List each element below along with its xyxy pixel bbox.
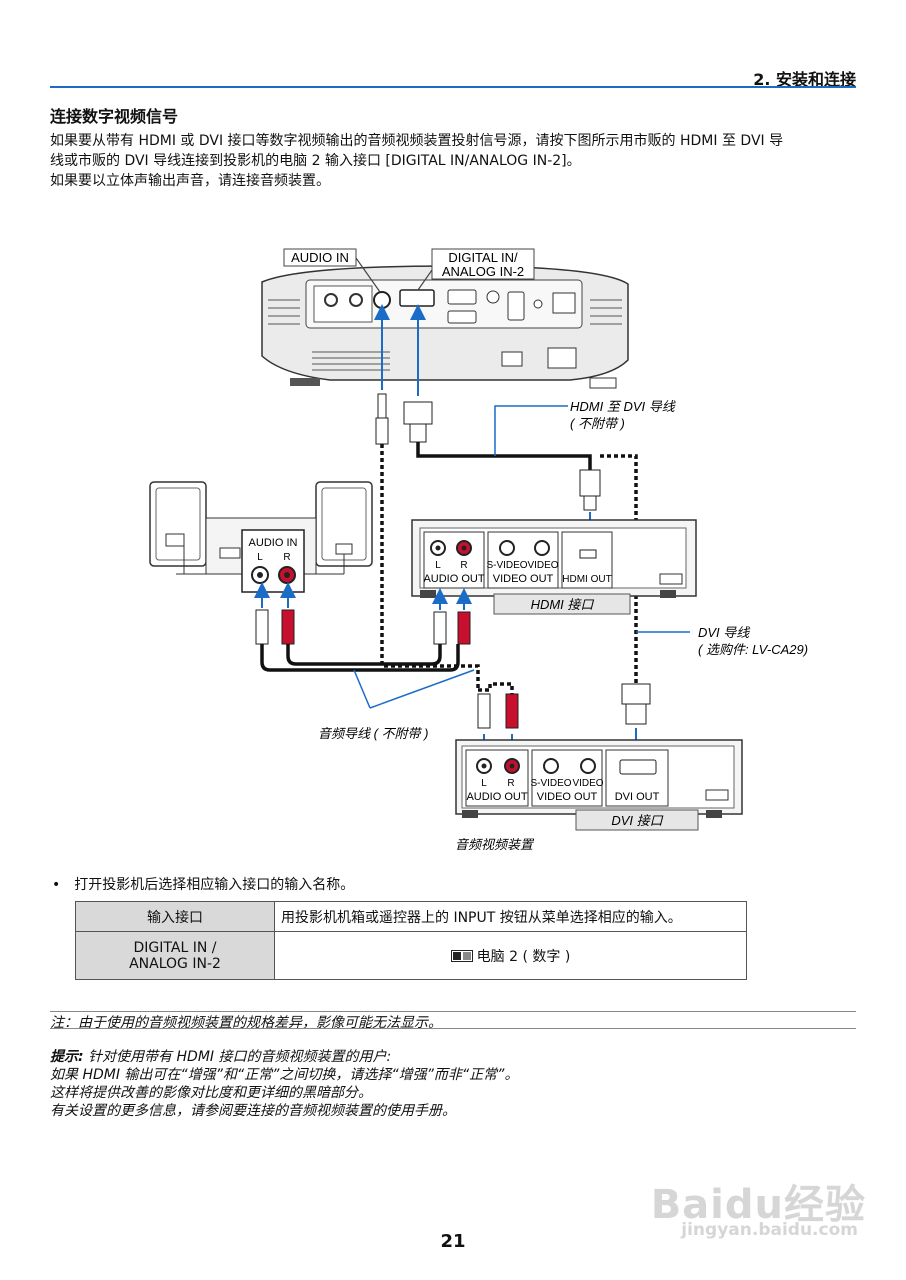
- tip-lead-line: 提示: 针对使用带有 HDMI 接口的音频视频装置的用户:: [50, 1048, 518, 1066]
- table-row-value: 电脑 2 ( 数字 ): [476, 948, 571, 965]
- chapter-heading: 2. 安装和连接: [753, 70, 856, 89]
- speakers: [149, 481, 373, 593]
- dvi-port-label: DVI 接口: [611, 813, 663, 828]
- audio-in-callout-box: [283, 248, 357, 267]
- dvi-device-dvi-out-label: DVI OUT: [615, 791, 660, 803]
- hdmi-device-video-label: VIDEO: [527, 560, 558, 571]
- speaker-audio-in-label: AUDIO IN: [249, 537, 298, 549]
- watermark-url: jingyan.baidu.com: [681, 1220, 858, 1240]
- dvi-cable-label-1: DVI 导线: [698, 625, 750, 640]
- watermark-logo: Baidu经验: [650, 1182, 866, 1228]
- table-row-label-2: ANALOG IN-2: [129, 955, 221, 972]
- dvi-plug-top: [403, 401, 433, 443]
- projector-audio-in-jack: [373, 291, 391, 309]
- hdmi-device-audio-out-label: AUDIO OUT: [423, 573, 484, 585]
- dvi-device-s-video-label: S-VIDEO: [530, 778, 571, 789]
- dvi-device-video-out-label: VIDEO OUT: [537, 791, 598, 803]
- section-title: 连接数字视频信号: [50, 107, 179, 126]
- hdmi-port-callout-box: [493, 593, 631, 615]
- computer-icon: [450, 949, 473, 962]
- hdmi-device-hdmi-out-label: HDMI OUT: [562, 574, 611, 585]
- digital-in-callout-2: ANALOG IN-2: [442, 264, 524, 279]
- projector-dvi-port: [399, 289, 435, 307]
- intro-line-2: 线或市贩的 DVI 导线连接到投影机的电脑 2 输入接口 [DIGITAL IN…: [50, 153, 581, 169]
- hdmi-dvi-cable-label-2: ( 不附带 ): [570, 416, 625, 431]
- intro-line-3: 如果要以立体声输出声音，请连接音频装置。: [50, 173, 330, 189]
- av-device-caption: 音频视频装置: [455, 837, 535, 852]
- hdmi-device-video-out-label: VIDEO OUT: [493, 573, 554, 585]
- projector: [261, 265, 629, 389]
- audio-in-callout: AUDIO IN: [291, 250, 349, 265]
- table-row-value-cell: 电脑 2 ( 数字 ): [274, 931, 747, 980]
- audio-cable-label: 音频导线 ( 不附带 ): [318, 726, 429, 741]
- dvi-port-callout-box: [575, 809, 699, 831]
- digital-in-callout-box: [431, 248, 535, 280]
- table-row-label-1: DIGITAL IN /: [133, 939, 217, 956]
- tip-block: 提示: 针对使用带有 HDMI 接口的音频视频装置的用户: 如果 HDMI 输出…: [50, 1048, 518, 1120]
- connection-diagram: AUDIO IN DIGITAL IN/ ANALOG IN-2 HDMI 至 …: [149, 248, 808, 852]
- hdmi-dvi-cable-label-1: HDMI 至 DVI 导线: [570, 399, 676, 414]
- page-number: 21: [440, 1231, 466, 1252]
- dvi-device-l-label: L: [481, 778, 487, 789]
- mini-plug: [375, 393, 389, 445]
- speaker-l-label: L: [257, 552, 263, 563]
- dvi-device-video-label: VIDEO: [572, 778, 603, 789]
- table-header-input: 输入接口: [75, 901, 275, 932]
- intro-text: 如果要从带有 HDMI 或 DVI 接口等数字视频输出的音频视频装置投射信号源，…: [50, 131, 860, 191]
- digital-in-callout-1: DIGITAL IN/: [448, 250, 518, 265]
- tip-line-1: 如果 HDMI 输出可在“增强”和“正常”之间切换，请选择“增强”而非“正常”。: [50, 1067, 519, 1083]
- tip-line-3: 有关设置的更多信息，请参阅要连接的音频视频装置的使用手册。: [50, 1103, 456, 1119]
- bullet-text: 打开投影机后选择相应输入接口的输入名称。: [74, 877, 355, 893]
- speaker-r-label: R: [283, 552, 290, 563]
- bullet-item: • 打开投影机后选择相应输入接口的输入名称。: [52, 874, 354, 894]
- note-rule-bottom: [50, 1028, 856, 1029]
- dvi-device-r-label: R: [507, 778, 514, 789]
- dvi-device-audio-out-label: AUDIO OUT: [466, 791, 527, 803]
- hdmi-port-label: HDMI 接口: [531, 597, 595, 612]
- table-row-label: DIGITAL IN / ANALOG IN-2: [75, 931, 275, 980]
- hdmi-device-l-label: L: [435, 560, 441, 571]
- intro-line-1: 如果要从带有 HDMI 或 DVI 接口等数字视频输出的音频视频装置投射信号源，…: [50, 133, 784, 149]
- bullet-dot: •: [52, 877, 61, 893]
- dvi-cable-label-2: ( 选购件: LV-CA29): [698, 642, 808, 657]
- header-rule: [50, 86, 856, 88]
- tip-line-2: 这样将提供改善的影像对比度和更详细的黑暗部分。: [50, 1085, 372, 1101]
- hdmi-device-r-label: R: [460, 560, 467, 571]
- note-text: 注：由于使用的音频视频装置的规格差异，影像可能无法显示。: [50, 1015, 442, 1031]
- hdmi-av-device: [411, 519, 697, 598]
- tip-label: 提示:: [50, 1049, 84, 1065]
- note-rule-top: [50, 1011, 856, 1012]
- hdmi-plug: [579, 469, 601, 511]
- dvi-av-device: [455, 739, 743, 818]
- input-table: 输入接口 用投影机机箱或遥控器上的 INPUT 按钮从菜单选择相应的输入。 DI…: [75, 901, 747, 980]
- tip-lead: 针对使用带有 HDMI 接口的音频视频装置的用户:: [88, 1049, 392, 1065]
- hdmi-device-s-video-label: S-VIDEO: [486, 560, 527, 571]
- table-header-instruction: 用投影机机箱或遥控器上的 INPUT 按钮从菜单选择相应的输入。: [274, 901, 747, 932]
